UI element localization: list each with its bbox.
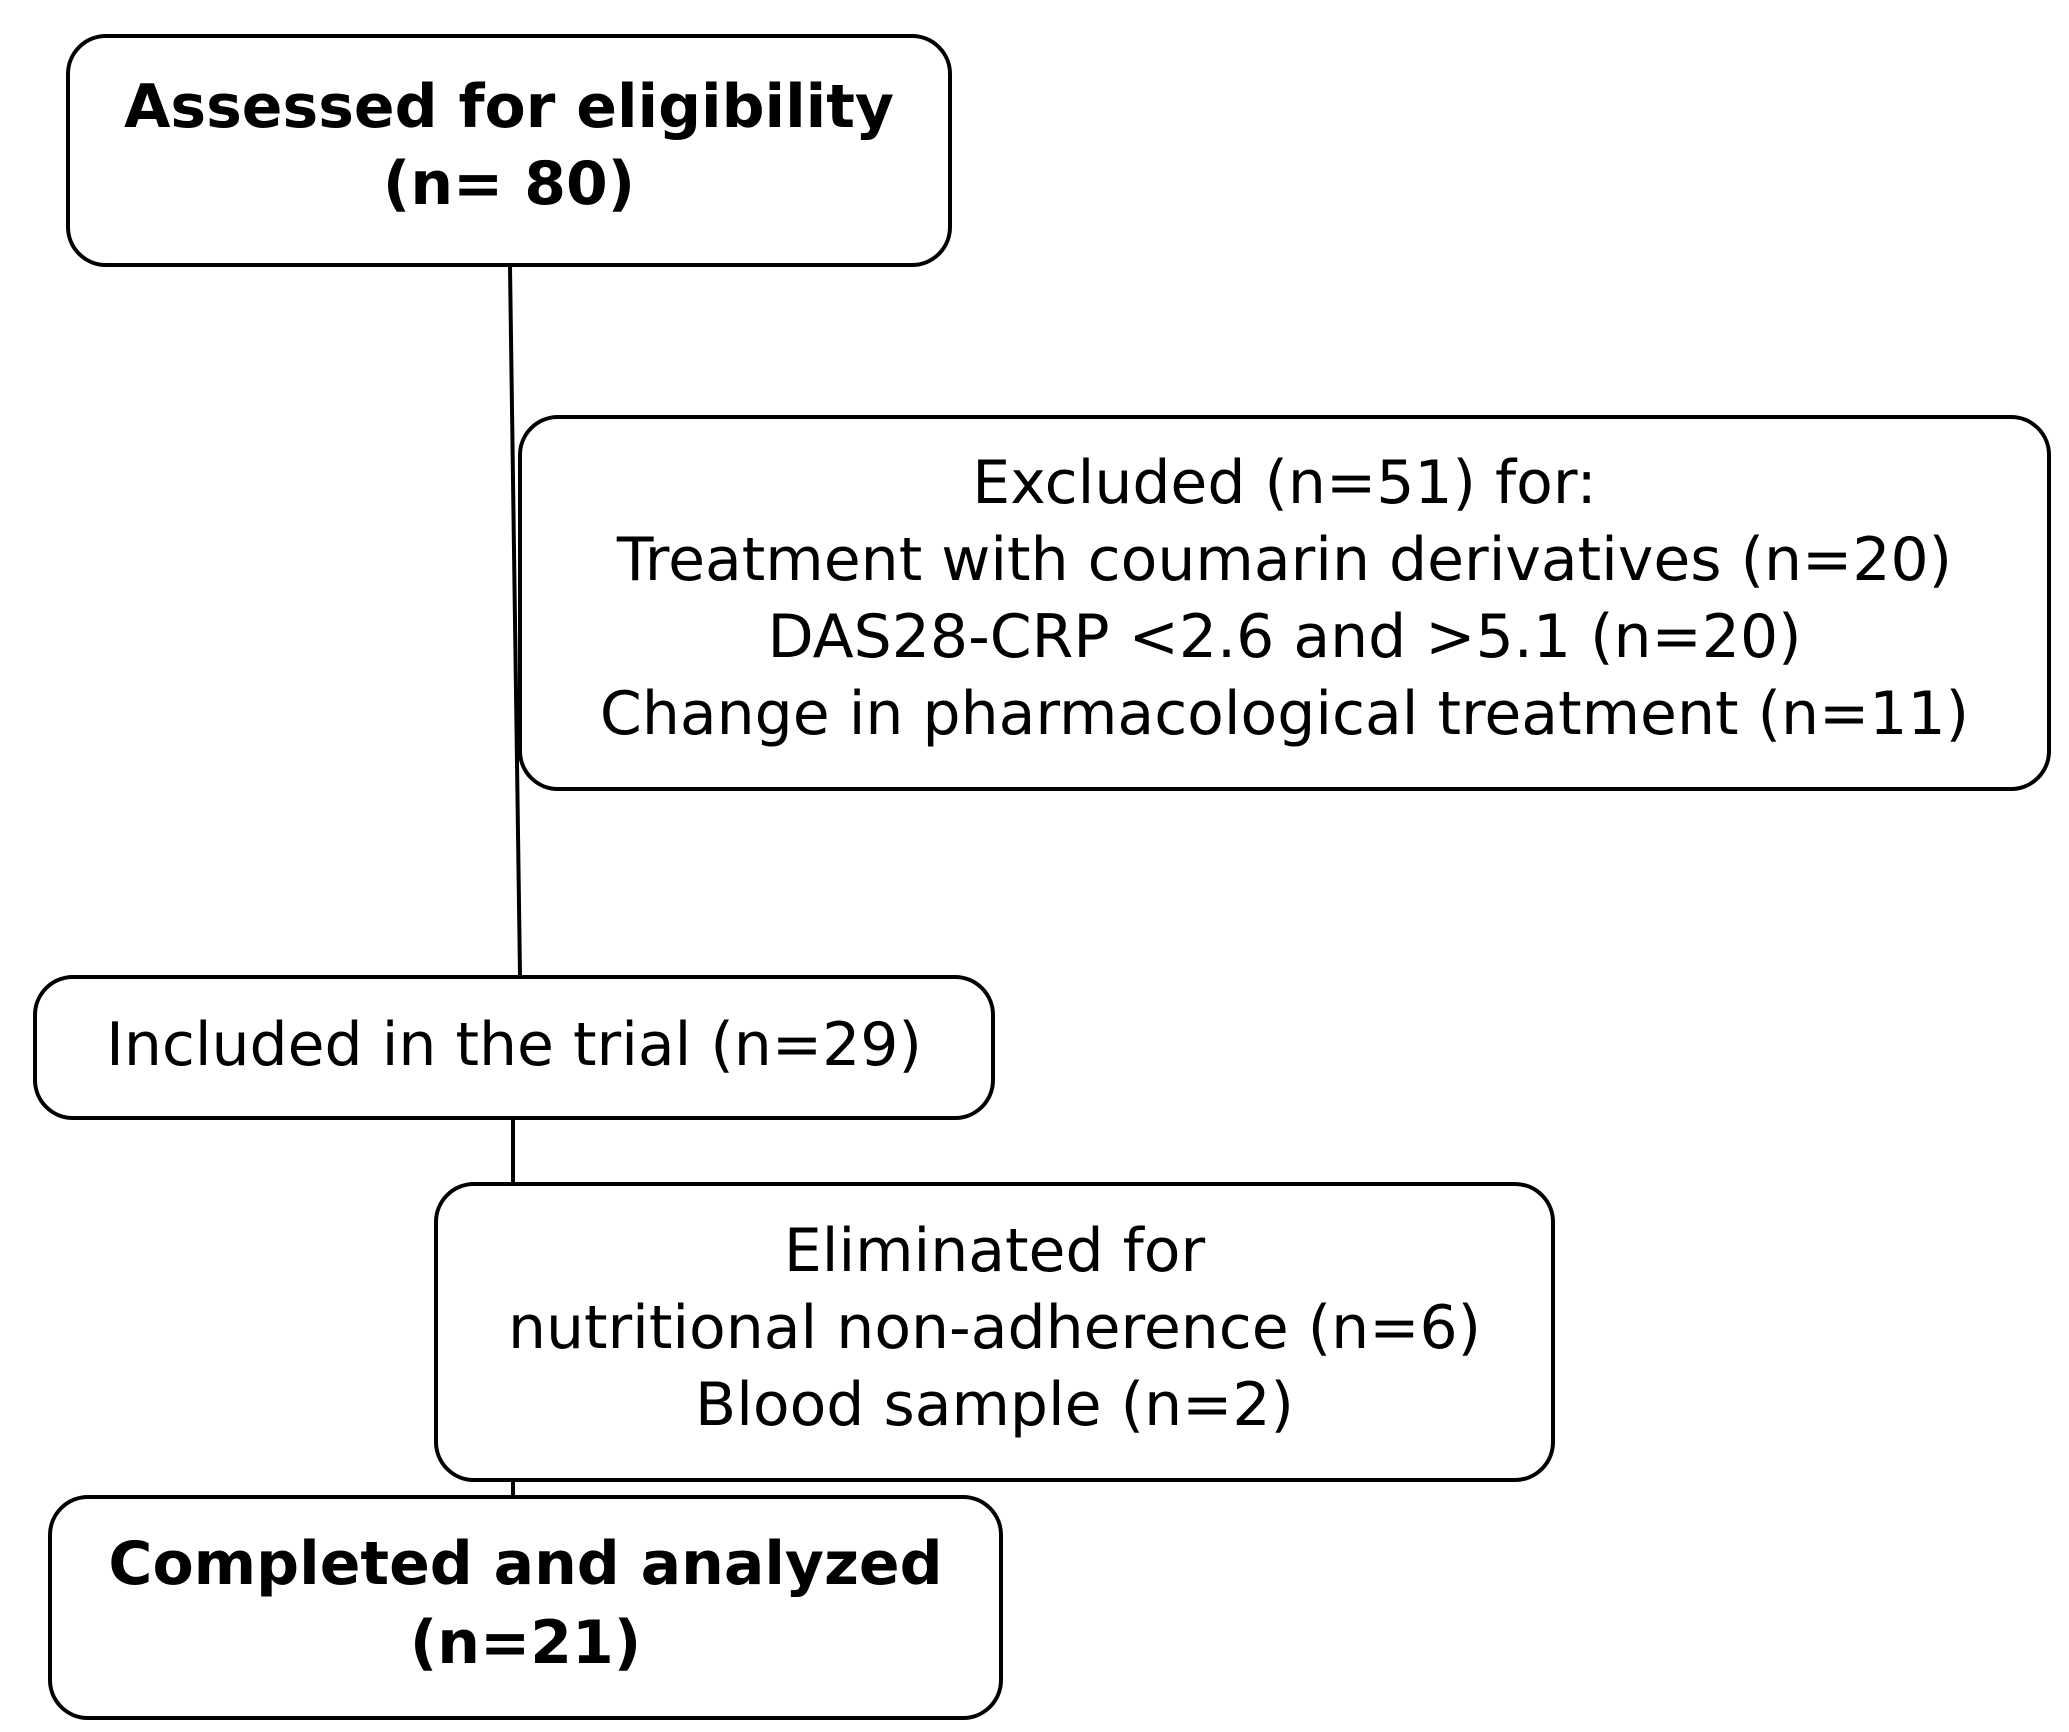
connector-assessed-to-included bbox=[508, 266, 522, 976]
box-included-in-trial: Included in the trial (n=29) bbox=[33, 975, 995, 1120]
box-assessed-for-eligibility: Assessed for eligibility (n= 80) bbox=[66, 34, 952, 267]
box-eliminated: Eliminated for nutritional non-adherence… bbox=[434, 1182, 1555, 1482]
excluded-reason-treatment-change: Change in pharmacological treatment (n=1… bbox=[599, 679, 1970, 749]
assessed-count: (n= 80) bbox=[382, 148, 636, 219]
included-label: Included in the trial (n=29) bbox=[106, 1010, 922, 1080]
eliminated-reason-nutritional: nutritional non-adherence (n=6) bbox=[507, 1292, 1482, 1363]
eliminated-title: Eliminated for bbox=[783, 1215, 1206, 1286]
completed-title: Completed and analyzed bbox=[108, 1528, 943, 1599]
excluded-reason-das28: DAS28-CRP <2.6 and >5.1 (n=20) bbox=[767, 602, 1802, 672]
box-excluded: Excluded (n=51) for: Treatment with coum… bbox=[518, 415, 2051, 791]
eliminated-reason-blood-sample: Blood sample (n=2) bbox=[695, 1369, 1294, 1440]
excluded-title: Excluded (n=51) for: bbox=[972, 448, 1597, 518]
completed-count: (n=21) bbox=[409, 1607, 642, 1678]
box-completed-and-analyzed: Completed and analyzed (n=21) bbox=[48, 1495, 1003, 1720]
assessed-title: Assessed for eligibility bbox=[123, 71, 895, 142]
excluded-reason-coumarin: Treatment with coumarin derivatives (n=2… bbox=[616, 525, 1953, 595]
